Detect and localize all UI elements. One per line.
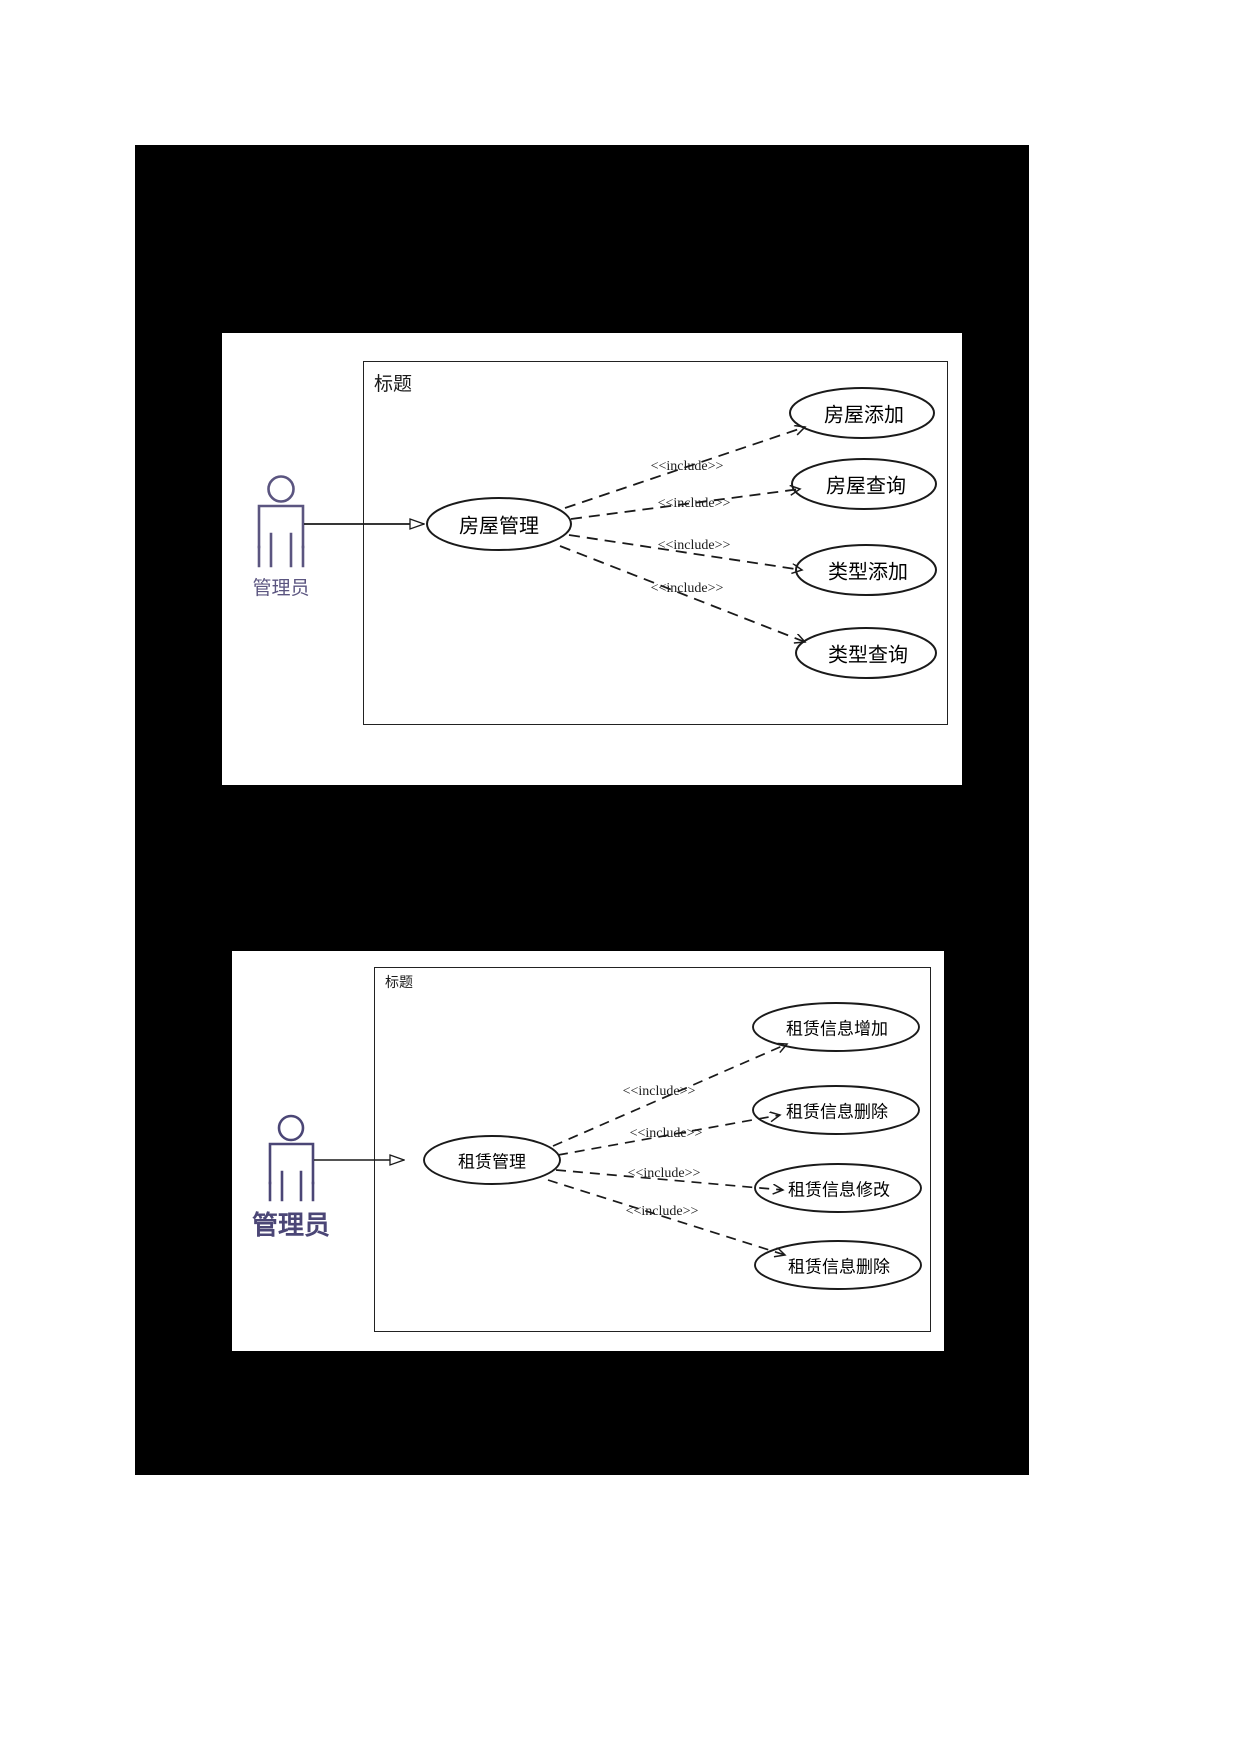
usecase-label-house-management: 房屋管理 — [459, 513, 539, 538]
usecase-label-type-add: 类型添加 — [828, 559, 908, 584]
include-stereotype-rental-info-modify: <<include>> — [627, 1166, 701, 1181]
include-stereotype-rental-info-delete-2: <<include>> — [625, 1204, 699, 1219]
include-stereotype-rental-info-add: <<include>> — [622, 1084, 696, 1099]
usecase-label-house-add: 房屋添加 — [824, 402, 904, 427]
include-stereotype-house-query: <<include>> — [657, 496, 731, 511]
system-boundary-rental-management — [374, 967, 931, 1332]
include-stereotype-rental-info-delete-1: <<include>> — [629, 1126, 703, 1141]
usecase-label-rental-info-delete-1: 租赁信息删除 — [786, 1102, 888, 1123]
usecase-label-rental-info-delete-2: 租赁信息删除 — [788, 1257, 890, 1278]
usecase-label-rental-info-add: 租赁信息增加 — [786, 1019, 888, 1040]
include-stereotype-type-query: <<include>> — [650, 581, 724, 596]
system-title-rental-management: 标题 — [385, 975, 413, 991]
usecase-label-rental-management: 租赁管理 — [458, 1152, 526, 1173]
include-stereotype-house-add: <<include>> — [650, 459, 724, 474]
system-title-house-management: 标题 — [374, 373, 413, 395]
usecase-label-type-query: 类型查询 — [828, 642, 908, 667]
actor-label-house-management: 管理员 — [252, 577, 310, 599]
usecase-label-house-query: 房屋查询 — [826, 473, 906, 498]
system-boundary-house-management — [363, 361, 948, 725]
usecase-label-rental-info-modify: 租赁信息修改 — [788, 1180, 890, 1201]
actor-label-rental-management: 管理员 — [251, 1211, 331, 1241]
include-stereotype-type-add: <<include>> — [657, 538, 731, 553]
